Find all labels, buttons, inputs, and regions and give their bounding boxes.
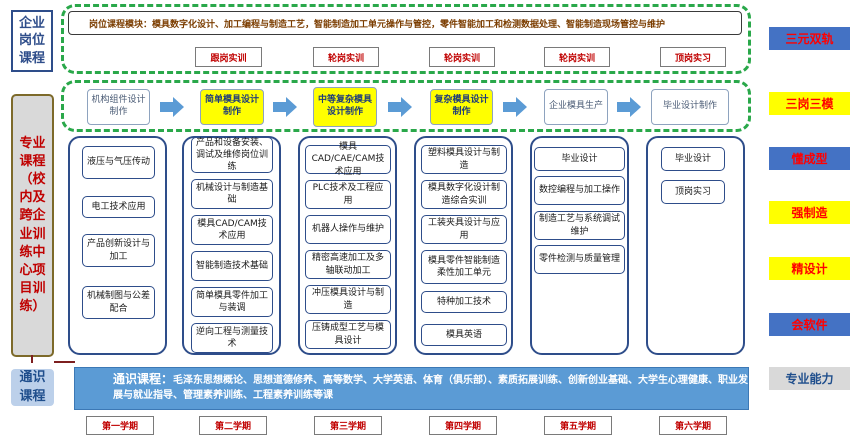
course-item: 智能制造技术基础: [191, 251, 273, 281]
post-modules-box: 岗位课程模块：模具数字化设计、加工编程与制造工艺，智能制造加工单元操作与管控，零…: [68, 11, 742, 35]
connector-line-vertical: [31, 355, 33, 363]
right-tag: 三元双轨: [769, 27, 850, 50]
course-item: 逆向工程与测量技术: [191, 323, 273, 353]
right-arrow-icon: [617, 97, 641, 117]
term-label: 第六学期: [659, 416, 727, 435]
general-course-label: 通识课程: [11, 369, 54, 406]
connector-line: [54, 361, 75, 363]
general-courses-text: 毛泽东思想概论、思想道德修养、高等数学、大学英语、体育（俱乐部）、素质拓展训练、…: [113, 375, 749, 401]
stage-mechanism-design: 机构组件设计制作: [87, 89, 150, 125]
right-arrow-icon: [503, 97, 527, 117]
course-item: 模具数字化设计制造综合实训: [421, 180, 507, 209]
course-item: 模具英语: [421, 324, 507, 346]
stage-medium-mold: 中等复杂模具设计制作: [313, 87, 377, 127]
course-item: 压铸成型工艺与模具设计: [305, 320, 391, 349]
course-item: 机器人操作与维护: [305, 215, 391, 244]
course-item: 液压与气压传动: [82, 146, 155, 179]
term-label: 第三学期: [314, 416, 382, 435]
term-label: 第五学期: [544, 416, 612, 435]
term-label: 第四学期: [429, 416, 497, 435]
course-item: 模具零件智能制造柔性加工单元: [421, 250, 507, 284]
general-courses-bar: 通识课程：毛泽东思想概论、思想道德修养、高等数学、大学英语、体育（俱乐部）、素质…: [74, 367, 749, 410]
right-tag: 精设计: [769, 257, 850, 280]
course-item: 模具CAD/CAM技术应用: [191, 215, 273, 245]
enterprise-course-text: 企业岗位课程: [19, 15, 46, 66]
course-item: 毕业设计: [534, 147, 625, 171]
course-item: 机械制图与公差配合: [82, 286, 155, 319]
post-modules-group: [61, 4, 751, 74]
right-arrow-icon: [160, 97, 184, 117]
right-tag: 专业能力: [769, 367, 850, 390]
stage-graduation-design: 毕业设计制作: [651, 89, 729, 125]
course-item: 制造工艺与系统调试维护: [534, 211, 625, 240]
stage-enterprise-production: 企业模具生产: [544, 89, 608, 125]
enterprise-course-label: 企业岗位课程: [11, 10, 53, 72]
course-item: 数控编程与加工操作: [534, 176, 625, 205]
course-item: 零件检测与质量管理: [534, 245, 625, 274]
stage-tag: 轮岗实训: [429, 47, 495, 67]
right-tag: 会软件: [769, 313, 850, 336]
stage-complex-mold: 复杂模具设计制作: [430, 89, 493, 125]
course-item: 简单模具零件加工与装调: [191, 287, 273, 317]
professional-course-label: 专业课程（校内及跨企业训练中心项目训练）: [11, 94, 54, 357]
course-item: 产品创新设计与加工: [82, 234, 155, 267]
semester-6-column: [646, 136, 745, 355]
post-modules-text: 岗位课程模块：模具数字化设计、加工编程与制造工艺，智能制造加工单元操作与管控，零…: [89, 19, 666, 30]
right-tag: 懂成型: [769, 147, 850, 170]
course-item: 毕业设计: [661, 147, 725, 171]
course-item: PLC技术及工程应用: [305, 180, 391, 209]
course-item: 模具CAD/CAE/CAM技术应用: [305, 142, 391, 177]
course-item: 电工技术应用: [82, 196, 155, 218]
course-item: 顶岗实习: [661, 180, 725, 204]
stage-tag: 顶岗实习: [660, 47, 726, 67]
right-arrow-icon: [273, 97, 297, 117]
course-item: 精密高速加工及多轴联动加工: [305, 250, 391, 279]
course-item: 产品和设备安装、调试及维修岗位训练: [191, 137, 273, 173]
course-item: 机械设计与制造基础: [191, 179, 273, 209]
stage-tag: 跟岗实训: [195, 47, 262, 67]
term-label: 第一学期: [86, 416, 154, 435]
term-label: 第二学期: [199, 416, 267, 435]
stage-tag: 轮岗实训: [544, 47, 610, 67]
general-courses-lead: 通识课程：: [113, 372, 174, 386]
course-item: 冲压模具设计与制造: [305, 285, 391, 314]
general-course-text: 通识课程: [19, 370, 46, 404]
course-item: 塑料模具设计与制造: [421, 145, 507, 174]
course-item: 工装夹具设计与应用: [421, 215, 507, 244]
professional-course-text: 专业课程（校内及跨企业训练中心项目训练）: [19, 135, 46, 315]
pipeline-group: [61, 80, 751, 132]
stage-tag: 轮岗实训: [313, 47, 379, 67]
course-item: 特种加工技术: [421, 291, 507, 313]
right-arrow-icon: [388, 97, 412, 117]
stage-simple-mold: 简单模具设计制作: [200, 89, 264, 125]
right-tag: 强制造: [769, 201, 850, 224]
right-tag: 三岗三模: [769, 92, 850, 115]
